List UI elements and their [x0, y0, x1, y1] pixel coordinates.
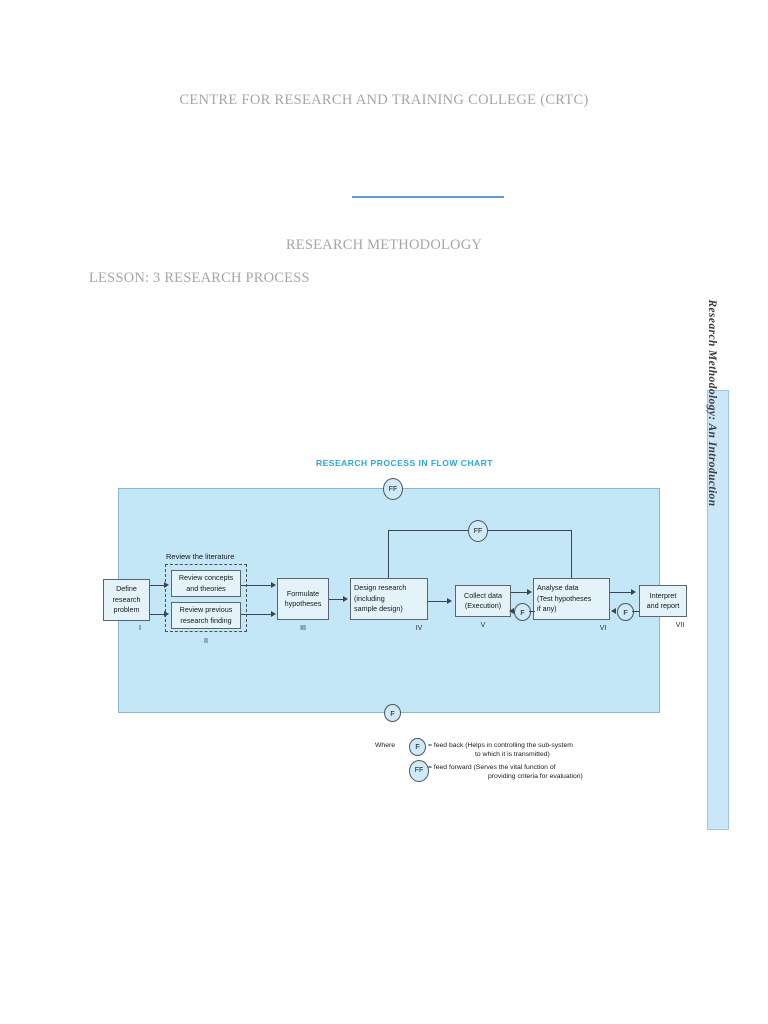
- arrow-formulate-to-design-head: [343, 596, 348, 602]
- node-collect-line-2: (Execution): [464, 601, 502, 610]
- feed-forward-bubble-outer: FF: [383, 478, 403, 500]
- node-analyse-data[interactable]: Analyse data (Test hypotheses if any): [533, 578, 610, 620]
- node-design-line-1: Design research: [354, 583, 407, 593]
- flowchart-title: RESEARCH PROCESS IN FLOW CHART: [316, 458, 493, 468]
- legend-feed-back-text-cont: to which it is transmitted): [475, 751, 550, 758]
- side-tab-banner: Research Methodology: An Introduction: [706, 299, 729, 830]
- feed-forward-bubble-inner-label: FF: [473, 527, 483, 535]
- numeral-VI: VI: [599, 625, 607, 632]
- arrow-design-to-collect-head: [447, 598, 452, 604]
- node-formulate-hypotheses[interactable]: Formulate hypotheses: [277, 578, 329, 620]
- feed-back-bubble-analyse-label: F: [623, 607, 628, 617]
- arrow-design-to-collect-line: [428, 601, 448, 602]
- node-analyse-line-3: if any): [537, 604, 557, 614]
- node-concepts-line-2: and theories: [186, 583, 226, 593]
- node-interpret-line-2: and report: [646, 601, 680, 610]
- feed-forward-bubble-outer-label: FF: [388, 485, 398, 493]
- numeral-II: II: [204, 638, 208, 645]
- feed-back-bubble-outer-label: F: [390, 708, 395, 718]
- arrow-formulate-to-design-line: [329, 599, 345, 600]
- ff-loop-top-segment-left: [388, 530, 468, 531]
- numeral-III: III: [300, 625, 306, 632]
- node-formulate-line-1: Formulate: [286, 588, 320, 598]
- flowchart: FF F FF Define research problem I Review…: [0, 440, 768, 820]
- node-formulate-line-2: hypotheses: [284, 599, 322, 608]
- node-design-line-2: (including: [354, 593, 385, 603]
- feed-forward-bubble-inner: FF: [468, 520, 488, 542]
- arrow-analyse-to-interpret-head: [631, 589, 636, 595]
- numeral-VII: VII: [675, 622, 685, 629]
- node-define-line-1: Define: [116, 584, 137, 594]
- node-define-research-problem[interactable]: Define research problem: [103, 579, 150, 621]
- legend-feed-forward-text: = feed forward (Serves the vital functio…: [428, 764, 556, 771]
- node-previous-line-2: research finding: [180, 615, 232, 625]
- feed-back-bubble-outer: F: [384, 704, 401, 722]
- arrow-concepts-to-formulate-head: [271, 582, 276, 588]
- node-concepts-line-1: Review concepts: [178, 573, 234, 583]
- arrow-analyse-to-collect-line-right: [529, 611, 535, 612]
- legend-feed-forward-bubble: FF: [409, 760, 429, 782]
- legend-feed-back-bubble: F: [409, 738, 426, 756]
- arrow-previous-to-formulate-head: [271, 611, 276, 617]
- node-review-concepts-theories[interactable]: Review concepts and theories: [171, 570, 241, 597]
- node-previous-line-1: Review previous: [179, 605, 233, 615]
- node-analyse-line-1: Analyse data: [537, 583, 579, 593]
- arrow-define-to-concepts-line: [150, 585, 166, 586]
- feed-back-bubble-collect-label: F: [520, 607, 525, 617]
- arrow-previous-to-formulate-line: [241, 614, 273, 615]
- group-box-review-literature: [165, 564, 247, 632]
- node-design-line-3: sample design): [354, 604, 403, 614]
- ff-loop-right-segment: [571, 530, 572, 583]
- feed-back-bubble-analyse: F: [617, 603, 634, 621]
- arrow-define-to-previous-head: [164, 611, 169, 617]
- numeral-I: I: [139, 625, 141, 632]
- legend-feed-forward-symbol: FF: [414, 766, 424, 774]
- arrow-collect-to-analyse-line: [511, 592, 529, 593]
- ff-loop-top-segment-right: [487, 530, 572, 531]
- arrow-interpret-to-analyse-head: [611, 608, 616, 614]
- arrow-analyse-to-interpret-line: [610, 592, 633, 593]
- node-collect-line-1: Collect data: [464, 590, 502, 600]
- arrow-collect-to-analyse-head: [527, 589, 532, 595]
- node-review-previous-research[interactable]: Review previous research finding: [171, 602, 241, 629]
- feed-back-bubble-collect: F: [514, 603, 531, 621]
- node-analyse-line-2: (Test hypotheses: [537, 593, 592, 603]
- group-label-review-literature: Review the literature: [166, 552, 235, 561]
- node-define-line-2: research: [112, 594, 141, 604]
- arrow-analyse-to-collect-head: [509, 608, 514, 614]
- page-title: CENTRE FOR RESEARCH AND TRAINING COLLEGE…: [179, 92, 589, 108]
- numeral-V: V: [480, 622, 486, 629]
- node-collect-data[interactable]: Collect data (Execution): [455, 585, 511, 617]
- document-subtitle: RESEARCH METHODOLOGY: [285, 237, 483, 253]
- node-define-line-3: problem: [113, 605, 140, 615]
- node-interpret-and-report[interactable]: Interpret and report: [639, 585, 687, 617]
- legend-where-label: Where: [375, 742, 396, 749]
- node-design-research[interactable]: Design research (including sample design…: [350, 578, 428, 620]
- lesson-heading: LESSON: 3 RESEARCH PROCESS: [89, 270, 310, 286]
- arrow-concepts-to-formulate-line: [241, 585, 273, 586]
- legend-feed-back-text: = feed back (Helps in controlling the su…: [428, 742, 573, 749]
- arrow-define-to-previous-line: [150, 614, 166, 615]
- blue-divider-rule: [352, 196, 504, 198]
- arrow-interpret-to-analyse-line: [632, 611, 640, 612]
- arrow-define-to-concepts-head: [164, 582, 169, 588]
- legend-feed-back-symbol: F: [415, 742, 420, 752]
- ff-loop-left-segment: [388, 530, 389, 583]
- node-interpret-line-1: Interpret: [649, 590, 677, 600]
- legend-feed-forward-text-cont: providing criteria for evaluation): [488, 773, 583, 780]
- numeral-IV: IV: [415, 625, 423, 632]
